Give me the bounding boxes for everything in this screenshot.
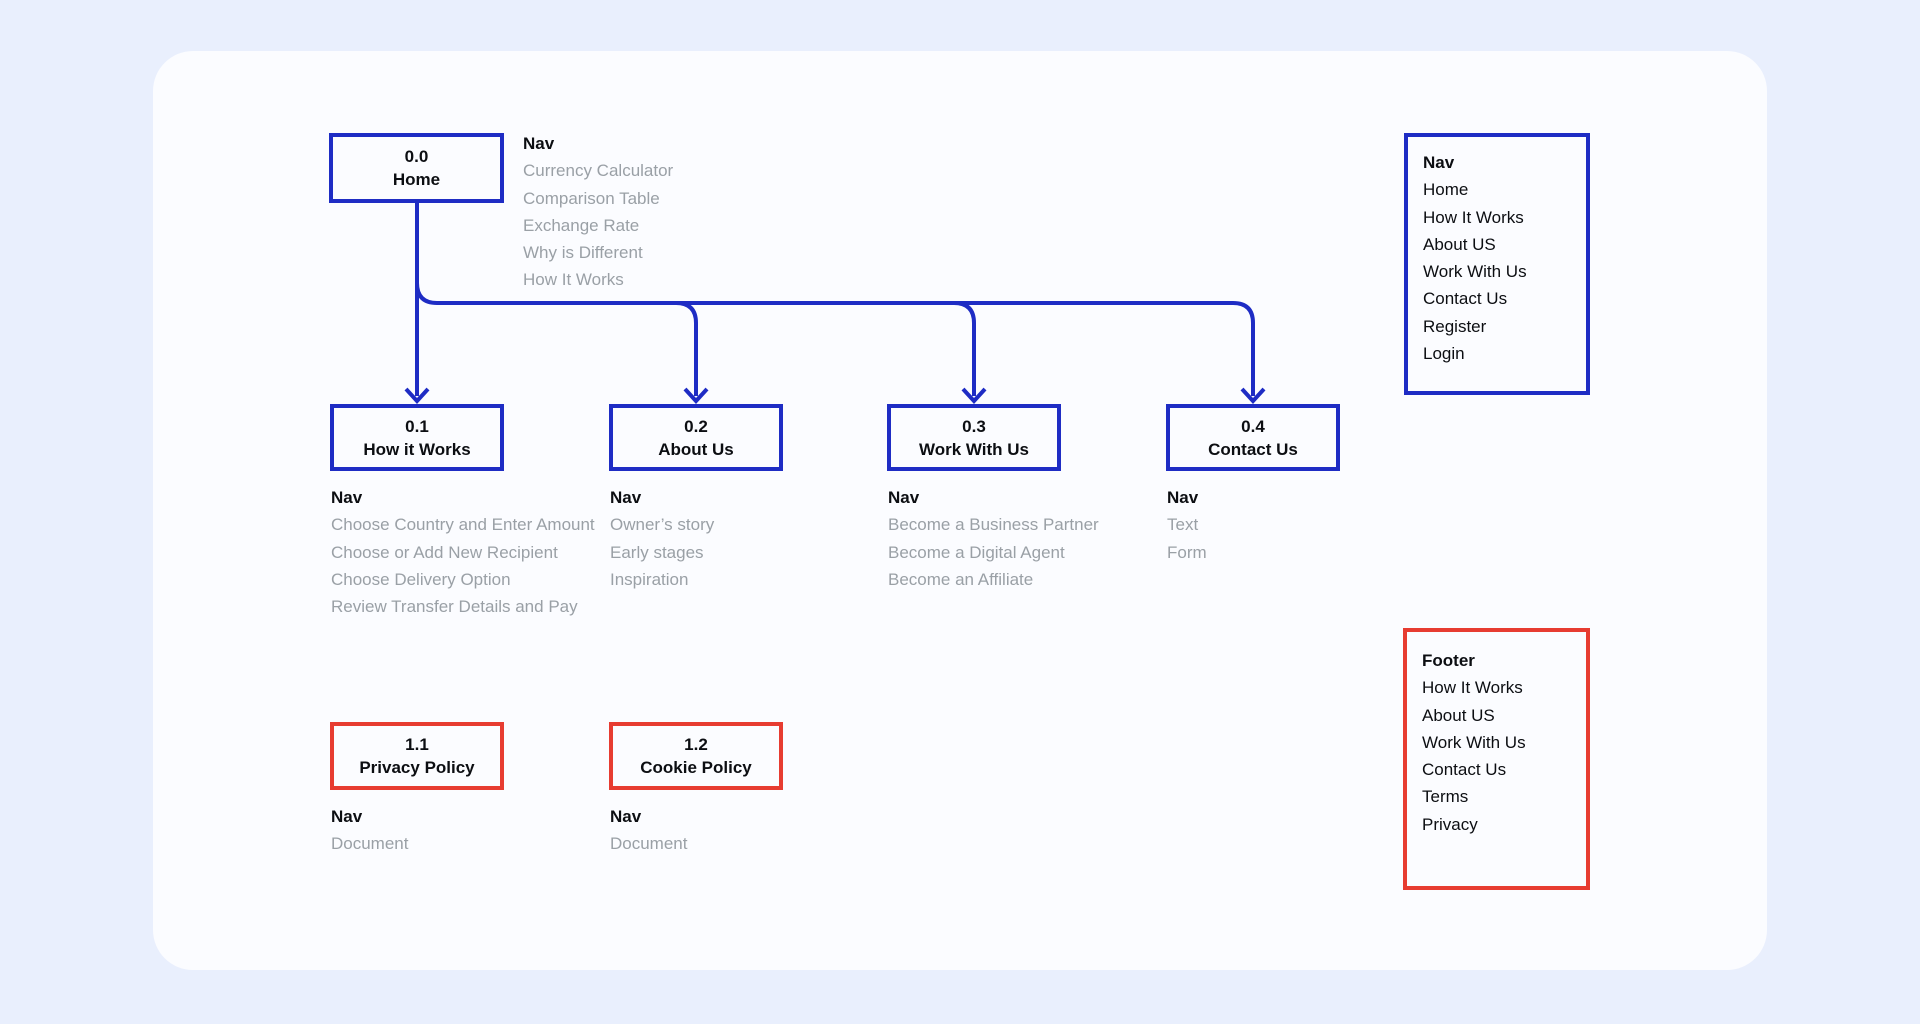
nav-panel-title: Nav xyxy=(1423,153,1455,172)
node-how-it-works: 0.1 How it Works xyxy=(330,404,504,471)
node-id: 1.1 xyxy=(405,735,429,754)
node-home: 0.0 Home xyxy=(329,133,504,203)
cookie-policy-nav-list: Nav Document xyxy=(610,803,687,858)
nav-item: Document xyxy=(610,834,688,854)
how-it-works-nav-list: Nav Choose Country and Enter Amount Choo… xyxy=(331,484,595,620)
nav-item: Text xyxy=(1167,515,1199,535)
node-label: Home xyxy=(392,170,441,189)
nav-panel-item: Work With Us xyxy=(1423,262,1527,282)
nav-item: Owner’s story xyxy=(610,515,715,535)
node-label: Cookie Policy xyxy=(640,758,752,777)
nav-item: Choose or Add New Recipient xyxy=(331,542,558,562)
nav-panel-item: Login xyxy=(1423,344,1465,364)
footer-panel-item: About US xyxy=(1422,705,1495,725)
contact-us-nav-list: Nav Text Form xyxy=(1167,484,1207,566)
node-id: 0.4 xyxy=(1241,416,1265,436)
work-with-us-nav-list: Nav Become a Business Partner Become a D… xyxy=(888,484,1099,593)
footer-panel-title: Footer xyxy=(1422,651,1475,670)
nav-item: Choose Delivery Option xyxy=(331,569,511,589)
node-id: 0.3 xyxy=(962,416,986,436)
node-id: 0.2 xyxy=(684,416,708,436)
node-label: Contact Us xyxy=(1208,439,1298,459)
footer-panel-item: Contact Us xyxy=(1422,760,1507,780)
nav-list-title: Nav xyxy=(331,488,363,507)
nav-list-title: Nav xyxy=(888,488,920,507)
node-privacy-policy: 1.1 Privacy Policy xyxy=(330,722,504,790)
nav-item: Exchange Rate xyxy=(523,215,640,235)
nav-item: Why is Different xyxy=(523,243,643,263)
node-id: 1.2 xyxy=(684,735,708,754)
node-about-us: 0.2 About Us xyxy=(609,404,783,471)
nav-list-title: Nav xyxy=(523,134,555,153)
nav-item: Comparison Table xyxy=(523,188,660,208)
nav-item: Become an Affiliate xyxy=(888,569,1034,589)
nav-panel-item: About US xyxy=(1423,234,1496,254)
nav-item: Become a Digital Agent xyxy=(888,542,1065,562)
node-work-with-us: 0.3 Work With Us xyxy=(887,404,1061,471)
nav-panel-item: Register xyxy=(1423,316,1487,336)
node-label: Work With Us xyxy=(918,439,1030,459)
nav-item: Form xyxy=(1167,542,1207,562)
nav-panel-item: How It Works xyxy=(1423,207,1524,227)
node-id: 0.1 xyxy=(405,416,429,436)
nav-item: Become a Business Partner xyxy=(888,515,1099,535)
footer-panel-item: Terms xyxy=(1422,787,1469,807)
nav-list-title: Nav xyxy=(1167,488,1199,507)
footer-panel-item: Work With Us xyxy=(1422,732,1526,752)
nav-list-title: Nav xyxy=(331,807,363,826)
nav-item: Currency Calculator xyxy=(523,161,674,181)
nav-item: Document xyxy=(331,834,409,854)
nav-panel-item: Contact Us xyxy=(1423,289,1508,309)
node-cookie-policy: 1.2 Cookie Policy xyxy=(609,722,783,790)
privacy-policy-nav-list: Nav Document xyxy=(331,803,408,858)
about-us-nav-list: Nav Owner’s story Early stages Inspirati… xyxy=(610,484,714,593)
node-id: 0.0 xyxy=(404,147,429,166)
nav-item: Review Transfer Details and Pay xyxy=(331,597,578,617)
nav-panel: Nav Home How It Works About US Work With… xyxy=(1404,133,1590,395)
node-contact-us: 0.4 Contact Us xyxy=(1166,404,1340,471)
nav-item: Early stages xyxy=(610,542,704,562)
node-label: How it Works xyxy=(363,439,471,459)
footer-panel-item: How It Works xyxy=(1422,678,1523,698)
node-label: Privacy Policy xyxy=(359,758,475,777)
footer-panel-item: Privacy xyxy=(1422,814,1478,834)
nav-item: How It Works xyxy=(523,270,624,290)
footer-panel: Footer How It Works About US Work With U… xyxy=(1403,628,1590,890)
nav-list-title: Nav xyxy=(610,488,642,507)
home-nav-list: Nav Currency Calculator Comparison Table… xyxy=(523,130,673,294)
nav-panel-item: Home xyxy=(1423,180,1469,200)
node-label: About Us xyxy=(658,439,734,459)
nav-item: Choose Country and Enter Amount xyxy=(331,515,595,535)
nav-item: Inspiration xyxy=(610,569,689,589)
nav-list-title: Nav xyxy=(610,807,642,826)
